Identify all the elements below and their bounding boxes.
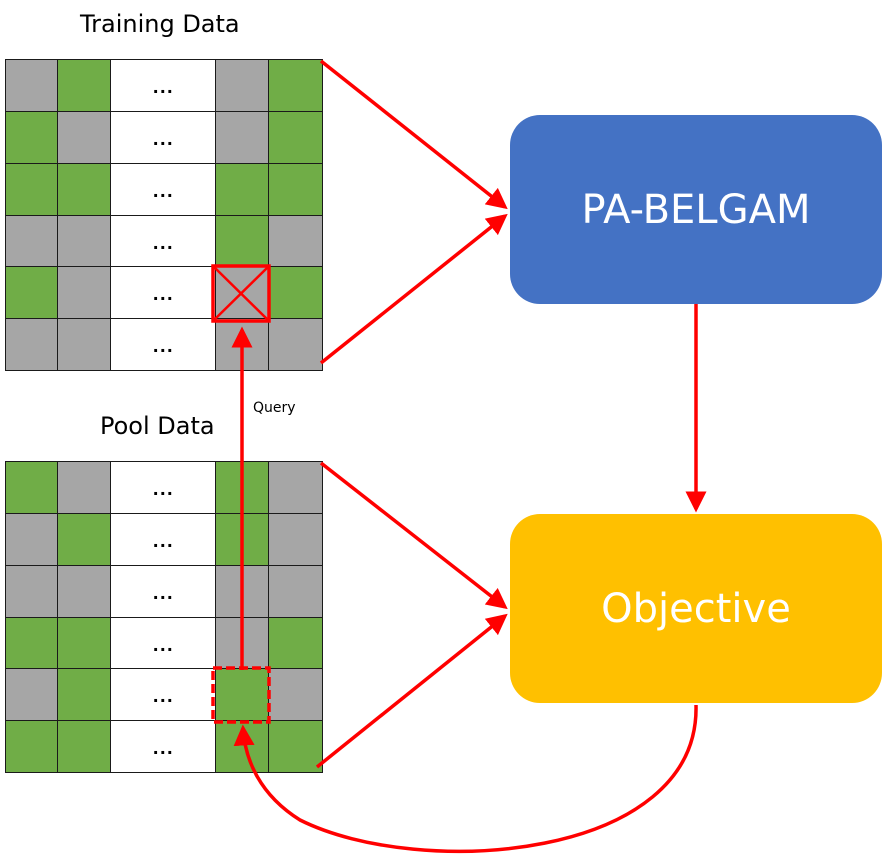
pool-cell — [268, 720, 323, 774]
training-cell — [5, 59, 59, 113]
training-cell: ... — [110, 59, 217, 113]
pool-cell: ... — [110, 512, 217, 567]
training-data-grid: .................. — [5, 59, 323, 372]
training-cell — [57, 214, 112, 268]
pool-data-title: Pool Data — [100, 412, 215, 440]
training-data-title: Training Data — [80, 10, 240, 38]
pa-belgam-box: PA-BELGAM — [510, 115, 882, 304]
ellipsis-text: ... — [152, 635, 174, 655]
pool-cell — [5, 668, 59, 722]
pool-cell — [268, 616, 323, 670]
ellipsis-text: ... — [152, 129, 174, 149]
query-label: Query — [253, 400, 296, 416]
pool-cell — [57, 668, 112, 722]
pa-belgam-label: PA-BELGAM — [581, 186, 811, 233]
training-cell — [57, 110, 112, 165]
pool-cell — [5, 564, 59, 618]
arrow-train-bottom-to-model — [319, 213, 508, 365]
arrow-pool-top-to-objective — [319, 461, 508, 610]
training-cell — [5, 266, 59, 320]
ellipsis-text: ... — [152, 739, 174, 759]
training-crossed-cell-marker — [211, 264, 271, 323]
ellipsis-text: ... — [152, 583, 174, 603]
objective-box: Objective — [510, 514, 882, 703]
ellipsis-text: ... — [152, 480, 174, 499]
training-cell: ... — [110, 162, 217, 216]
pool-cell — [268, 668, 323, 722]
pool-cell — [5, 720, 59, 774]
arrow-objective-to-pool-curve — [233, 704, 698, 854]
training-cell — [57, 318, 112, 372]
training-cell — [268, 318, 323, 372]
training-cell — [215, 214, 270, 268]
ellipsis-text: ... — [152, 181, 174, 201]
pool-data-grid: .................. — [5, 461, 323, 774]
ellipsis-text: ... — [152, 531, 174, 551]
pool-cell — [268, 512, 323, 567]
arrow-pool-bottom-to-objective — [315, 613, 508, 769]
pool-cell — [57, 564, 112, 618]
pool-cell — [57, 461, 112, 515]
training-cell: ... — [110, 214, 217, 268]
ellipsis-text: ... — [152, 233, 174, 253]
pool-cell — [57, 720, 112, 774]
objective-label: Objective — [601, 585, 791, 632]
training-cell — [268, 59, 323, 113]
pool-dashed-cell-marker — [211, 666, 271, 724]
pool-cell — [268, 461, 323, 515]
arrow-train-top-to-model — [319, 59, 508, 210]
pool-cell — [215, 668, 270, 722]
pool-cell — [57, 616, 112, 670]
ellipsis-text: ... — [152, 337, 174, 357]
ellipsis-text: ... — [152, 687, 174, 707]
pool-cell: ... — [110, 668, 217, 722]
training-cell — [268, 110, 323, 165]
ellipsis-text: ... — [152, 78, 174, 97]
training-cell — [268, 214, 323, 268]
pool-cell: ... — [110, 720, 217, 774]
ellipsis-text: ... — [152, 285, 174, 305]
training-cell: ... — [110, 318, 217, 372]
